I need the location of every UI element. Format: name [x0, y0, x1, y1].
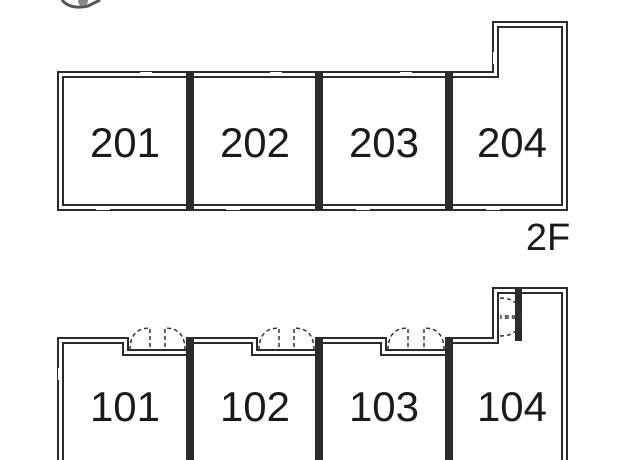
- door-104b: [499, 317, 521, 337]
- door-104a: [499, 297, 521, 317]
- floor-2f: 201 202 203 204 2F: [57, 21, 570, 259]
- floor-1f: 101 102 103 104: [57, 287, 568, 460]
- floor-1f-walls: [57, 287, 568, 460]
- floor-1f-door-swings: [129, 297, 521, 351]
- room-203: 203: [349, 119, 419, 166]
- door-102a: [258, 327, 280, 351]
- room-204: 204: [477, 119, 547, 166]
- room-202: 202: [220, 119, 290, 166]
- door-101a: [129, 327, 151, 351]
- room-102: 102: [220, 383, 290, 430]
- compass-icon: [60, 0, 101, 9]
- floor-2f-windows: [96, 52, 500, 210]
- floor-label-2f: 2F: [526, 217, 570, 259]
- door-103b: [423, 327, 445, 351]
- door-101b: [164, 327, 186, 351]
- room-103: 103: [349, 383, 419, 430]
- room-101: 101: [90, 383, 160, 430]
- room-201: 201: [90, 119, 160, 166]
- door-102b: [293, 327, 315, 351]
- floor-2f-walls: [57, 21, 568, 211]
- door-103a: [387, 327, 409, 351]
- room-104: 104: [477, 383, 547, 430]
